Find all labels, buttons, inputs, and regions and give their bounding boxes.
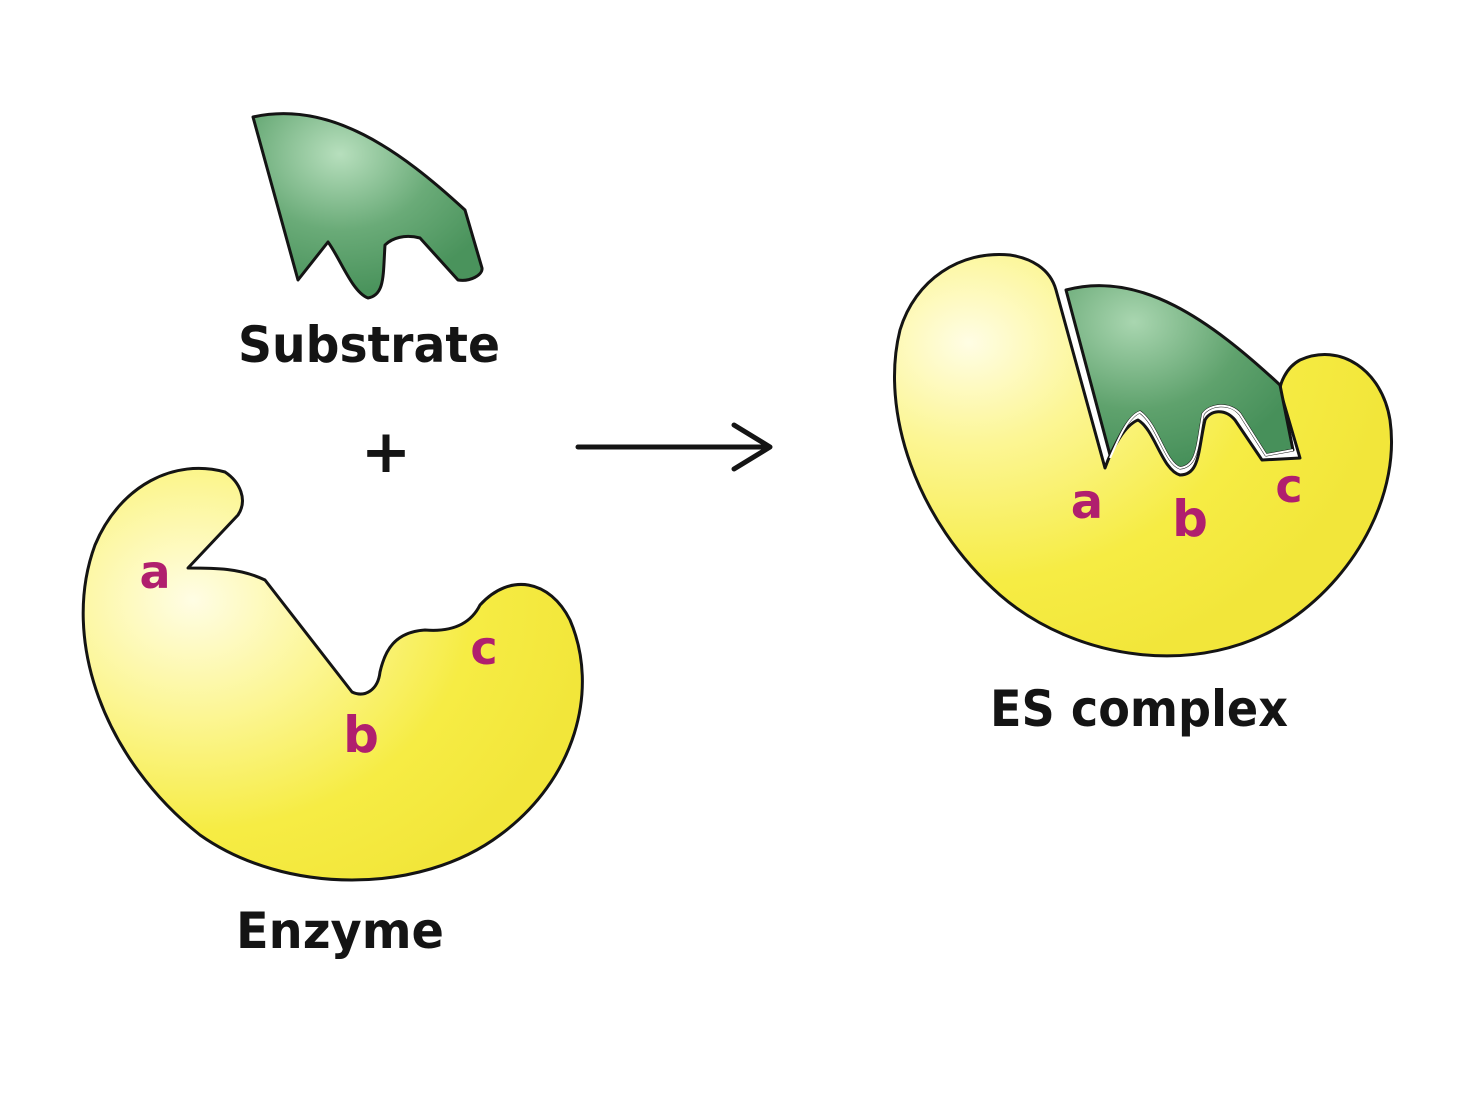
reaction-arrow [575, 422, 773, 472]
plus-sign: + [361, 417, 411, 487]
enzyme-site-a-label: a [139, 545, 170, 599]
enzyme-shape [81, 466, 584, 882]
complex-enzyme-shape [893, 252, 1393, 658]
substrate-label: Substrate [238, 316, 500, 374]
enzyme-label: Enzyme [236, 902, 444, 960]
complex-substrate-shape [1064, 284, 1295, 470]
enzyme-molecule [81, 466, 584, 882]
complex-site-a-label: a [1071, 474, 1103, 530]
complex-site-c-label: c [1275, 459, 1302, 513]
substrate-molecule [251, 112, 484, 300]
complex-site-b-label: b [1172, 490, 1208, 548]
es-complex [893, 252, 1393, 658]
substrate-shape [251, 112, 484, 300]
enzyme-site-c-label: c [470, 621, 497, 675]
complex-label: ES complex [990, 680, 1288, 738]
enzyme-site-b-label: b [343, 706, 379, 764]
complex-interface-outline [1109, 404, 1294, 469]
